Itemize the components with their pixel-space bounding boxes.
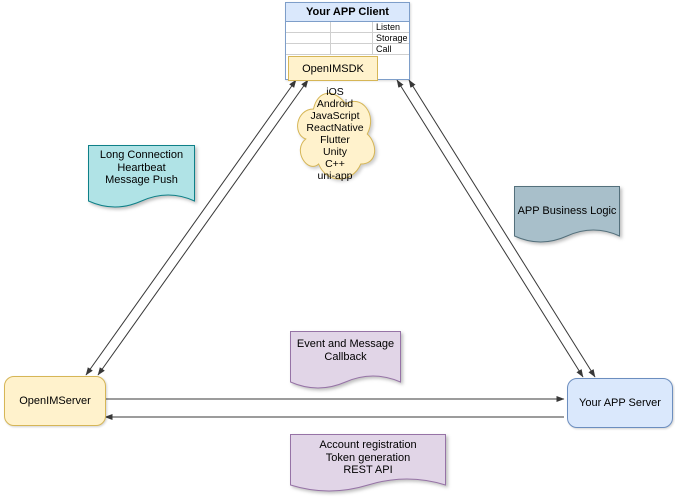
- note-text: Account registration Token generation RE…: [290, 434, 446, 477]
- client-cell: [331, 33, 373, 44]
- note-text: APP Business Logic: [514, 186, 620, 218]
- client-cell: [286, 22, 331, 33]
- node-openimsdk: OpenIMSDK: [288, 56, 378, 81]
- note-shape: [88, 145, 195, 208]
- client-interface-label: Listen: [373, 22, 409, 33]
- platform-item: C++: [325, 158, 345, 170]
- platform-item: iOS: [326, 86, 344, 98]
- note-line: Message Push: [105, 174, 178, 186]
- client-interface-row: Listen: [286, 22, 409, 33]
- platform-list: iOS Android JavaScript ReactNative Flutt…: [292, 86, 378, 182]
- note-event-message-callback: Event and Message Callback: [290, 331, 401, 394]
- node-openim-server: OpenIMServer: [4, 376, 106, 426]
- connector-openimserver-client-1: [85, 79, 297, 376]
- platform-item: Flutter: [320, 134, 350, 146]
- client-interface-table: Listen Storage Call: [286, 22, 409, 55]
- cloud-shape: [297, 92, 376, 180]
- client-cell: [286, 44, 331, 55]
- client-interface-row: Storage: [286, 33, 409, 44]
- client-interface-label: Storage: [373, 33, 409, 44]
- platform-item: uni-app: [317, 170, 353, 182]
- client-cell: [286, 33, 331, 44]
- note-line: Long Connection: [99, 149, 184, 161]
- note-shape: [290, 434, 446, 492]
- client-cell: [331, 22, 373, 33]
- client-title: Your APP Client: [286, 3, 409, 22]
- note-line: Event and Message: [296, 338, 395, 350]
- platform-item: JavaScript: [310, 110, 360, 122]
- connector-client-appserver-2: [408, 79, 596, 378]
- note-shape: [514, 186, 620, 243]
- client-interface-row: Call: [286, 44, 409, 55]
- note-text: Long Connection Heartbeat Message Push: [88, 145, 195, 187]
- client-cell: [331, 44, 373, 55]
- note-line: APP Business Logic: [517, 205, 617, 217]
- note-line: Heartbeat: [117, 161, 166, 174]
- note-long-connection: Long Connection Heartbeat Message Push: [88, 145, 195, 213]
- node-your-app-client: Your APP Client Listen Storage Call Open…: [285, 2, 410, 81]
- note-shape: [290, 331, 401, 389]
- platform-item: Unity: [323, 146, 347, 158]
- platform-item: Android: [316, 98, 354, 110]
- note-line: Callback: [324, 350, 367, 363]
- platform-cloud: iOS Android JavaScript ReactNative Flutt…: [292, 84, 378, 184]
- note-rest-api: Account registration Token generation RE…: [290, 434, 446, 497]
- client-interface-label: Call: [373, 44, 409, 55]
- connector-openimserver-client-2: [97, 79, 309, 376]
- note-line: REST API: [343, 464, 393, 476]
- note-app-business-logic: APP Business Logic: [514, 186, 620, 248]
- note-line: Token generation: [325, 451, 411, 464]
- platform-item: ReactNative: [306, 122, 364, 134]
- note-line: Account registration: [319, 439, 417, 451]
- note-text: Event and Message Callback: [290, 331, 401, 363]
- node-your-app-server: Your APP Server: [567, 378, 673, 428]
